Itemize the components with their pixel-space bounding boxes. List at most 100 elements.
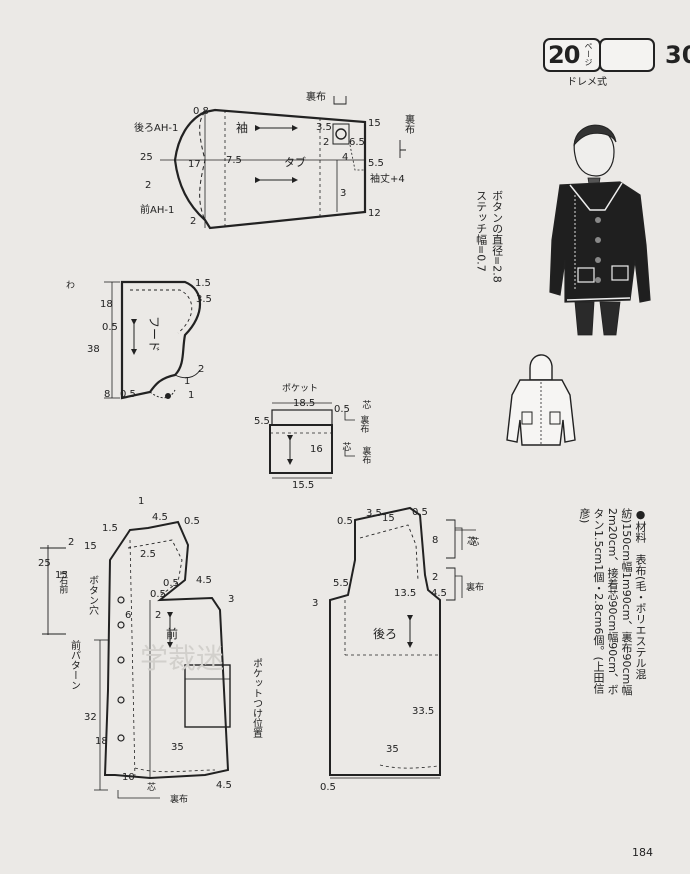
front-pattern-label: 前パターン bbox=[68, 640, 80, 690]
front-dim-45a: 4.5 bbox=[152, 512, 168, 523]
front-dim-25: 2.5 bbox=[140, 549, 156, 560]
back-dim-05b: 0.5 bbox=[412, 507, 428, 518]
front-dim-2b: 2 bbox=[155, 610, 161, 621]
hood-dim-35: 3.5 bbox=[196, 294, 212, 305]
back-dim-135: 13.5 bbox=[394, 588, 416, 599]
back-interlining: 芯 bbox=[467, 535, 476, 547]
back-dim-35b: 35 bbox=[386, 744, 399, 755]
hood-dim-05b: 0.5 bbox=[120, 389, 136, 400]
right-front-label: 1右前 bbox=[57, 570, 68, 594]
hood-piece bbox=[104, 280, 201, 400]
front-dim-25b: 25 bbox=[38, 558, 51, 569]
ref-page-box: 20 ページ bbox=[543, 38, 601, 72]
sleeve-dim-75: 7.5 bbox=[226, 155, 242, 166]
stitch-width-note: ステッチ幅=0.7 bbox=[474, 190, 488, 272]
front-dim-35: 35 bbox=[171, 742, 184, 753]
pocket-dim-16: 16 bbox=[310, 444, 323, 455]
back-dim-2: 2 bbox=[432, 572, 438, 583]
hood-dim-8: 8 bbox=[104, 389, 110, 400]
pattern-number: 30 bbox=[665, 41, 690, 69]
sleeve-dim-2b: 2 bbox=[190, 216, 196, 227]
front-dim-1: 1 bbox=[138, 496, 144, 507]
front-dim-15v: 1.5 bbox=[102, 523, 118, 534]
back-dim-45: 4.5 bbox=[431, 588, 447, 599]
buttonhole-label: ボタン穴 bbox=[86, 575, 98, 615]
pocket-piece bbox=[269, 402, 355, 479]
sleeve-dim-2a: 2 bbox=[145, 180, 151, 191]
back-dim-05c: 0.5 bbox=[320, 782, 336, 793]
back-dim-3: 3 bbox=[312, 598, 318, 609]
pocket-dim-05: 0.5 bbox=[334, 404, 350, 415]
sleeve-dim-25: 25 bbox=[140, 152, 153, 163]
front-name: 前 bbox=[166, 626, 178, 641]
front-dim-18: 18 bbox=[95, 736, 108, 747]
hood-dim-18: 18 bbox=[100, 299, 113, 310]
pocket-name: ポケット bbox=[282, 383, 318, 394]
sleeve-labels: 袖 タブ 裏布 後ろAH-1 前AH-1 袖丈+4 0.8 25 2 2 17 … bbox=[134, 90, 405, 227]
sleeve-dim-65: 6.5 bbox=[349, 137, 365, 148]
model-illustration bbox=[549, 124, 651, 336]
back-name: 後ろ bbox=[373, 627, 397, 641]
pocket-position-label: ポケットつけ位置 bbox=[250, 658, 262, 738]
button-mark-1 bbox=[117, 596, 125, 604]
front-lining: 裏布 bbox=[170, 793, 188, 805]
back-dim-8: 8 bbox=[432, 535, 438, 546]
back-interlining-side: 芯 bbox=[468, 537, 479, 546]
pocket-interlining-label-2: 芯 bbox=[340, 442, 351, 451]
sleeve-dim-55: 5.5 bbox=[368, 158, 384, 169]
front-dim-2a: 2 bbox=[68, 537, 74, 548]
pattern-no-box: 30 bbox=[599, 38, 690, 72]
back-armhole-label: 後ろAH-1 bbox=[134, 121, 178, 134]
pattern-number-badge: 20 ページ 30 bbox=[543, 38, 690, 72]
sleeve-lining-label: 裏布 bbox=[306, 90, 326, 103]
back-lining: 裏布 bbox=[466, 581, 484, 593]
front-dim-32: 32 bbox=[84, 712, 97, 723]
sleeve-lining-side-label: 裏布 bbox=[402, 114, 414, 134]
button-diameter-note: ボタンの直径=2.8 bbox=[490, 190, 504, 283]
page-number: 184 bbox=[632, 846, 653, 859]
pocket-dim-55: 5.5 bbox=[254, 416, 270, 427]
button-mark-2 bbox=[117, 621, 125, 629]
front-dim-10: 10 bbox=[122, 772, 135, 783]
tab-label: タブ bbox=[284, 155, 306, 169]
front-dim-15b: 15 bbox=[55, 570, 68, 581]
front-dim-05c: 0.5 bbox=[150, 589, 166, 600]
button-mark-3 bbox=[117, 656, 125, 664]
front-interlining: 芯 bbox=[147, 781, 156, 793]
ref-page-word: ページ bbox=[584, 42, 593, 66]
sleeve-dim-35: 3.5 bbox=[316, 122, 332, 133]
pocket-dim-155: 15.5 bbox=[292, 480, 314, 491]
watermark: 学裁迷 bbox=[140, 642, 224, 675]
back-piece bbox=[329, 506, 476, 779]
drafting-style: ドレメ式 bbox=[567, 77, 607, 88]
front-armhole-label: 前AH-1 bbox=[140, 203, 174, 216]
front-dim-15: 15 bbox=[84, 541, 97, 552]
back-dim-15: 15 bbox=[382, 513, 395, 524]
back-labels: 後ろ 0.5 3.5 15 0.5 8 5.5 3 13.5 4.5 2 33.… bbox=[312, 507, 484, 793]
hood-labels: フード わ 1.5 3.5 18 0.5 38 8 0.5 2 1 1 bbox=[66, 278, 212, 401]
sleeve-length-note: 袖丈+4 bbox=[370, 172, 405, 185]
hood-dim-1a: 1 bbox=[184, 376, 190, 387]
sleeve-dim-17: 17 bbox=[188, 159, 201, 170]
pocket-lining-label-2: 裏布 bbox=[360, 446, 371, 464]
front-dim-05b: 0.5 bbox=[163, 578, 179, 589]
hood-name: フード bbox=[147, 316, 161, 352]
pocket-labels: ポケット 18.5 5.5 0.5 16 15.5 bbox=[254, 383, 350, 491]
sleeve-name: 袖 bbox=[236, 120, 248, 135]
front-dim-05a: 0.5 bbox=[184, 516, 200, 527]
back-view-illustration bbox=[506, 354, 576, 446]
front-dim-6: 6 bbox=[125, 610, 131, 621]
button-mark-4 bbox=[117, 696, 125, 704]
front-piece bbox=[40, 520, 231, 799]
ref-page-number: 20 bbox=[548, 41, 580, 69]
pocket-lining-label: 裏布 bbox=[358, 415, 369, 433]
hood-dim-15: 1.5 bbox=[195, 278, 211, 289]
hood-dim-05a: 0.5 bbox=[102, 322, 118, 333]
back-dim-35: 3.5 bbox=[366, 508, 382, 519]
sleeve-dim-08: 0.8 bbox=[193, 106, 209, 117]
sleeve-dim-2c: 2 bbox=[323, 137, 329, 148]
front-dim-45b: 4.5 bbox=[196, 575, 212, 586]
front-buttons bbox=[117, 596, 125, 742]
back-dim-335: 33.5 bbox=[412, 706, 434, 717]
